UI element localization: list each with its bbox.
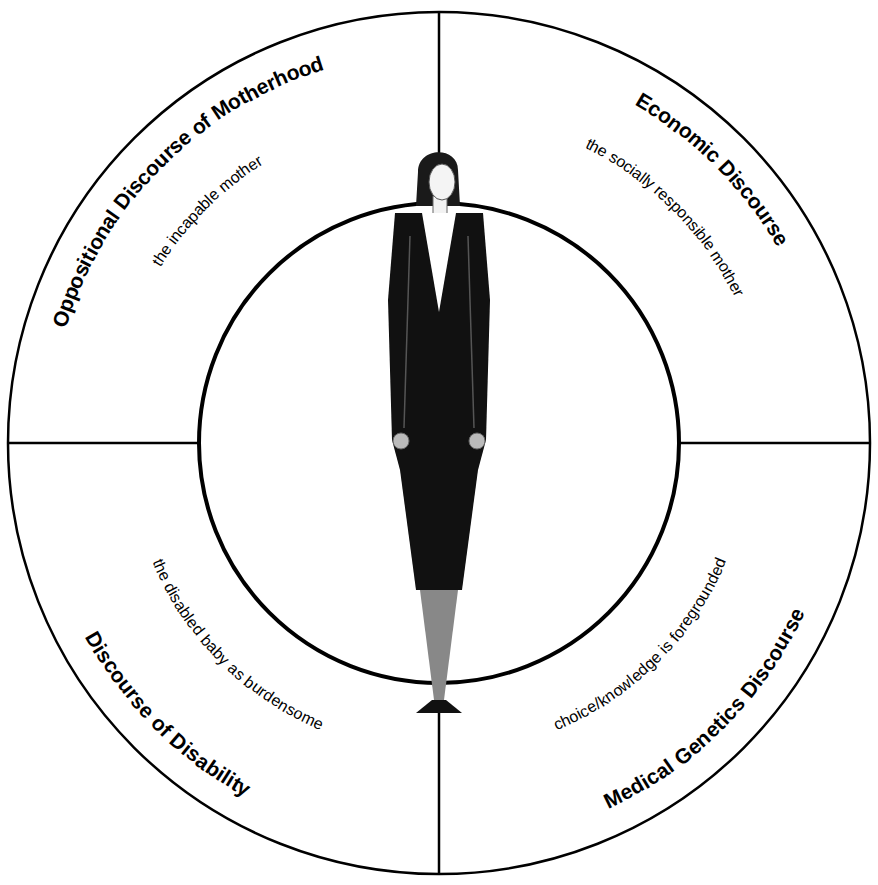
figure-hair: [416, 152, 460, 206]
band-fill: [439, 443, 870, 874]
band-subtitle: choice/knowledge is foregrounded: [548, 553, 729, 734]
divider-line: [679, 442, 870, 445]
figure-arm: [468, 236, 474, 428]
band-shape: [439, 12, 870, 443]
figure-arm: [404, 236, 410, 428]
band-shape: [8, 12, 439, 443]
figure-jacket: [388, 213, 490, 470]
figure-shoes: [416, 700, 462, 713]
figure-hand: [469, 433, 485, 449]
band-subtitle: the socially responsible mother: [579, 134, 748, 302]
discourse-band: Oppositional Discourse of Motherhoodthe …: [8, 12, 439, 443]
band-heading: Medical Genetics Discourse: [600, 602, 808, 811]
band-heading: Oppositional Discourse of Motherhood: [48, 52, 329, 332]
figure-legs: [420, 590, 458, 700]
band-subtitle: the incapable mother: [147, 151, 268, 272]
band-fill: [8, 12, 439, 443]
woman-figure: [388, 152, 490, 713]
figure-hand: [393, 433, 409, 449]
band-fill: [439, 12, 870, 443]
band-subtitle: the disabled baby as burdensome: [148, 552, 328, 733]
discourse-band: Medical Genetics Discoursechoice/knowled…: [439, 443, 870, 874]
discourse-band: Economic Discoursethe socially responsib…: [439, 12, 870, 443]
band-fill: [8, 443, 439, 874]
figure-skirt: [400, 470, 478, 590]
figure-face: [429, 164, 455, 200]
discourse-band: Discourse of Disabilitythe disabled baby…: [8, 443, 439, 874]
figure-shirt: [422, 213, 456, 312]
outer-ring: [8, 12, 870, 874]
divider-line: [8, 442, 199, 445]
band-heading: Economic Discourse: [632, 89, 794, 251]
